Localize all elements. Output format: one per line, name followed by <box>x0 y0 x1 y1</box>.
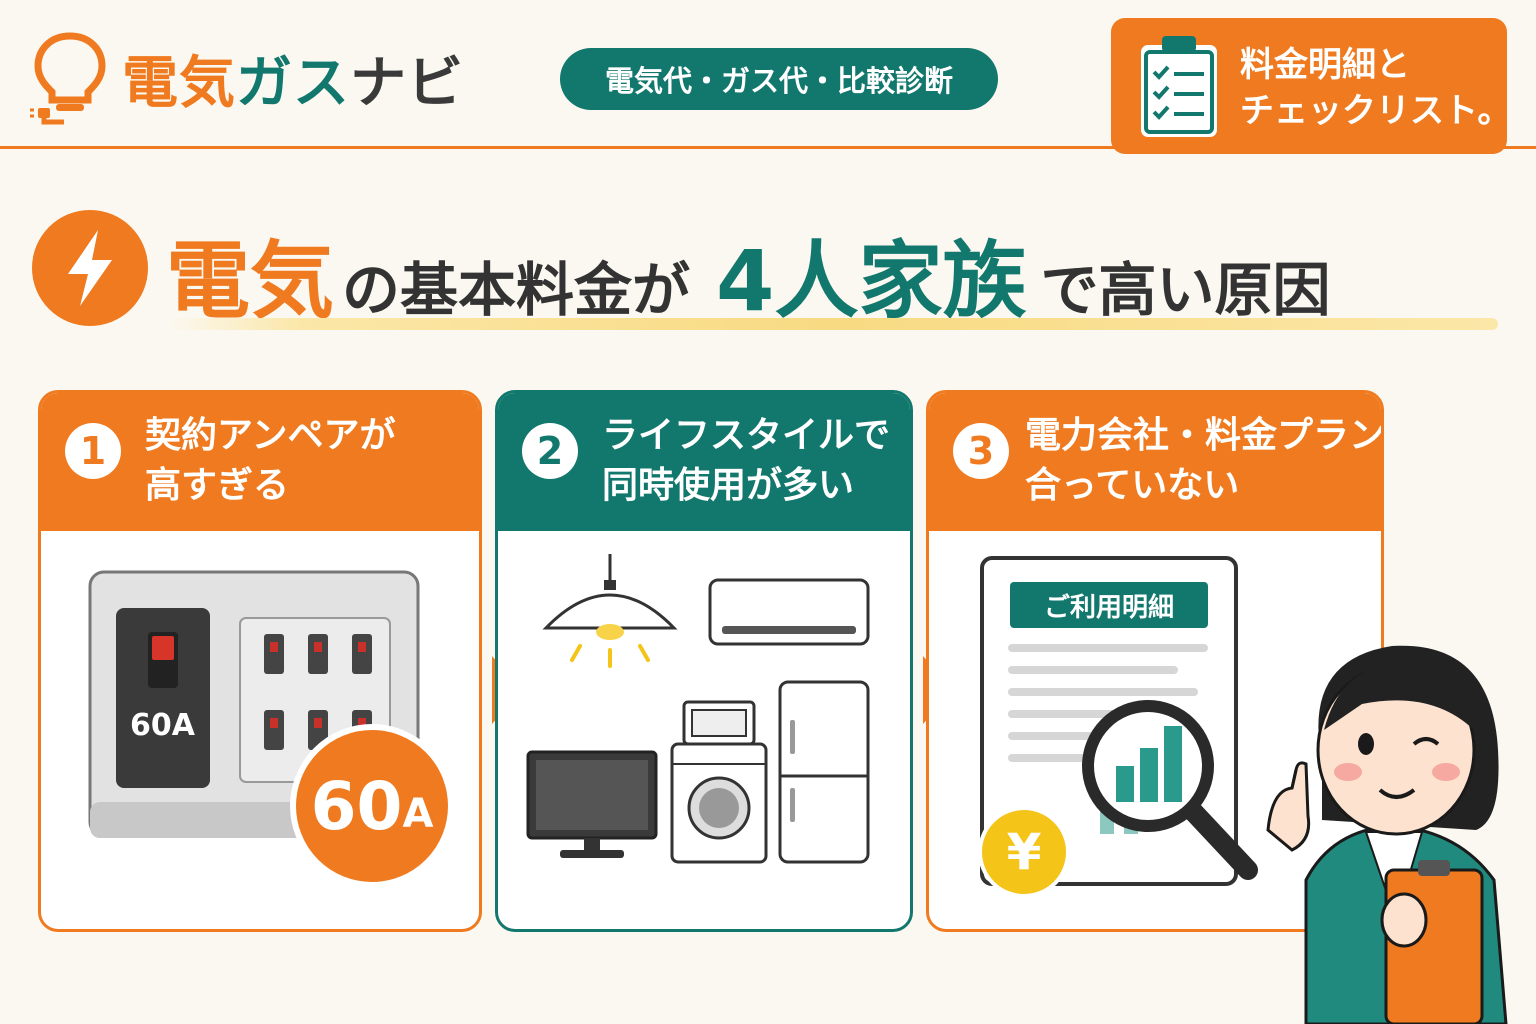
ampere-badge-number: 60 <box>310 767 403 845</box>
card-number: 2 <box>522 423 578 479</box>
card-label: 契約アンペアが 高すぎる <box>145 411 396 511</box>
card-label-line-1: 契約アンペアが <box>145 415 396 456</box>
card-header: 3 電力会社・料金プランが 合っていない <box>929 393 1381 531</box>
yen-coin-icon: ¥ <box>978 806 1070 898</box>
washing-machine-icon <box>670 700 768 864</box>
breaker-panel-icon <box>88 570 420 838</box>
title-underline <box>168 318 1498 330</box>
card-header: 1 契約アンペアが 高すぎる <box>41 393 479 531</box>
card-number: 3 <box>953 423 1009 479</box>
card-label-line-2: 合っていない <box>1025 465 1240 506</box>
consultant-woman-illustration <box>1266 645 1508 1024</box>
page-title: 電気の基本料金が 4人家族で高い原因 <box>166 214 1331 330</box>
card-label: 電力会社・料金プランが 合っていない <box>1025 411 1384 511</box>
site-logo[interactable]: 電気ガスナビ <box>122 38 464 119</box>
card-label-line-2: 高すぎる <box>145 465 290 506</box>
bill-title: ご利用明細 <box>1010 582 1208 628</box>
card-label-line-1: 電力会社・料金プランが <box>1025 415 1384 456</box>
card-label: ライフスタイルで 同時使用が多い <box>602 411 890 511</box>
badge-line-2: チェックリスト。 <box>1240 91 1512 131</box>
tagline-pill: 電気代・ガス代・比較診断 <box>560 48 998 110</box>
television-icon <box>526 750 658 858</box>
card-label-line-2: 同時使用が多い <box>602 465 855 506</box>
badge-text: 料金明細と チェックリスト。 <box>1240 42 1511 134</box>
badge-line-1: 料金明細と <box>1240 45 1410 85</box>
air-conditioner-icon <box>708 578 870 646</box>
refrigerator-icon <box>778 680 870 864</box>
title-electricity: 電気 <box>166 232 335 330</box>
logo-part-gas: ガス <box>236 51 350 116</box>
breaker-label: 60A <box>130 708 195 743</box>
card-label-line-1: ライフスタイルで <box>602 415 891 456</box>
ampere-badge-unit: A <box>402 791 434 837</box>
logo-part-navi: ナビ <box>350 51 464 116</box>
lightbulb-plug-icon <box>30 32 106 125</box>
card-number: 1 <box>65 423 121 479</box>
title-family-of-four: 4人家族 <box>716 232 1027 330</box>
logo-part-electricity: 電気 <box>122 51 236 116</box>
title-basic-fee: の基本料金が <box>342 256 691 324</box>
pendant-lamp-icon <box>542 554 678 668</box>
header-divider <box>0 146 1536 149</box>
magnifying-glass-icon <box>1082 700 1258 880</box>
lightning-bolt-icon <box>32 210 148 326</box>
title-reason: で高い原因 <box>1040 256 1331 324</box>
card-header: 2 ライフスタイルで 同時使用が多い <box>498 393 910 531</box>
clipboard-checklist-icon <box>1139 36 1219 139</box>
